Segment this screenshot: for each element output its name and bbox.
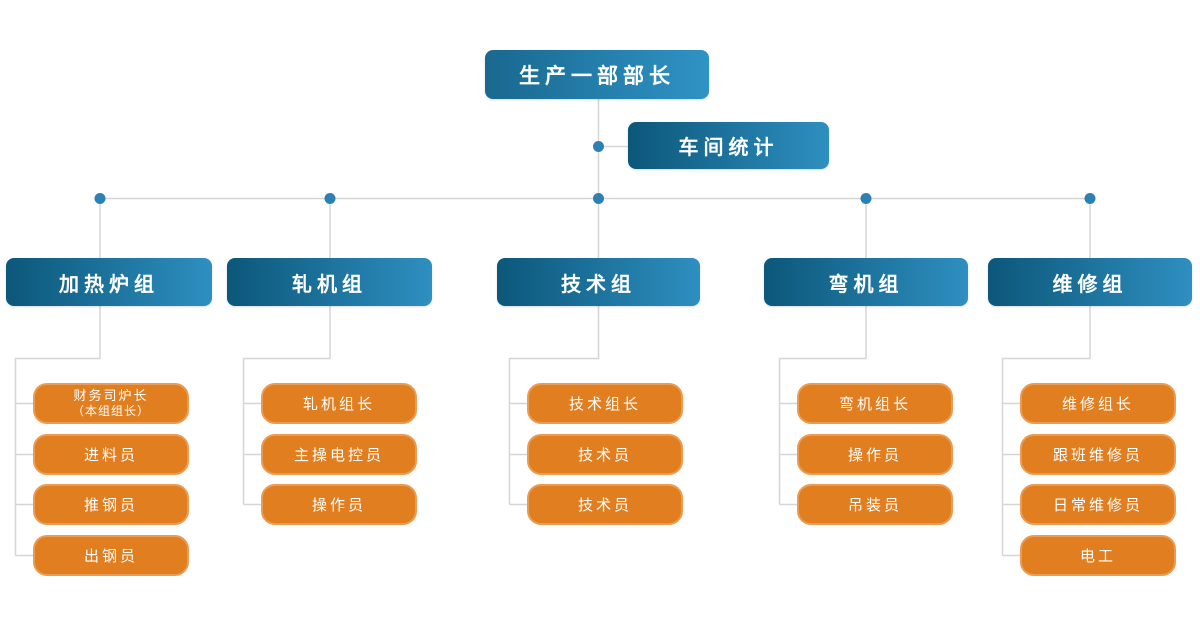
node-group-bending-machine: 弯机组 — [764, 258, 968, 306]
group-4-subtree — [778, 306, 867, 506]
connector-dot — [593, 193, 604, 204]
node-group-maintenance: 维修组 — [988, 258, 1192, 306]
node-root: 生产一部部长 — [485, 50, 709, 99]
member-label: 进料员 — [83, 447, 138, 464]
node-member: 财务司炉长 （本组组长） — [33, 383, 189, 424]
group-drop-lines — [99, 198, 1091, 258]
connector-dot — [324, 193, 336, 204]
node-root-label: 生产一部部长 — [519, 64, 675, 88]
node-member: 操作员 — [261, 484, 417, 525]
node-member: 推钢员 — [33, 484, 189, 525]
node-member: 日常维修员 — [1020, 484, 1176, 525]
node-member: 技术组长 — [527, 383, 683, 424]
member-label: 主操电控员 — [293, 447, 384, 464]
member-label: 跟班维修员 — [1052, 447, 1143, 464]
member-label: 日常维修员 — [1052, 497, 1143, 514]
member-label: 维修组长 — [1061, 396, 1134, 413]
node-member: 出钢员 — [33, 535, 189, 576]
node-group-heating-furnace: 加热炉组 — [6, 258, 212, 306]
node-member: 跟班维修员 — [1020, 434, 1176, 475]
member-label: 推钢员 — [83, 497, 138, 514]
group-label: 技术组 — [561, 273, 636, 296]
connector-dot — [94, 193, 106, 204]
group-label: 加热炉组 — [59, 273, 159, 296]
node-member: 主操电控员 — [261, 434, 417, 475]
node-member: 电工 — [1020, 535, 1176, 576]
node-group-rolling-mill: 轧机组 — [227, 258, 432, 306]
member-label: 财务司炉长 — [73, 387, 149, 403]
node-member: 吊装员 — [797, 484, 953, 525]
group-label: 轧机组 — [292, 273, 367, 296]
group-2-subtree — [242, 306, 331, 506]
group-5-subtree — [1001, 306, 1091, 557]
group-label: 维修组 — [1052, 273, 1128, 296]
group-1-subtree — [14, 306, 101, 557]
connector-dot — [1084, 193, 1096, 204]
node-staff: 车间统计 — [628, 122, 829, 169]
member-label: 吊装员 — [847, 497, 902, 514]
node-member: 技术员 — [527, 484, 683, 525]
member-label: 出钢员 — [83, 548, 138, 565]
member-sublabel: （本组组长） — [71, 404, 150, 419]
member-label: 技术员 — [577, 447, 632, 464]
member-label: 操作员 — [847, 447, 902, 464]
node-member: 弯机组长 — [797, 383, 953, 424]
node-member: 技术员 — [527, 434, 683, 475]
node-staff-label: 车间统计 — [678, 137, 779, 159]
node-member: 进料员 — [33, 434, 189, 475]
member-label: 电工 — [1079, 548, 1116, 565]
node-group-technical: 技术组 — [497, 258, 700, 306]
member-label: 操作员 — [311, 497, 366, 514]
group-3-subtree — [508, 306, 600, 506]
node-member: 轧机组长 — [261, 383, 417, 424]
member-label: 技术员 — [577, 497, 632, 514]
connector-dot — [860, 193, 872, 204]
node-member: 操作员 — [797, 434, 953, 475]
connector-dot — [593, 141, 604, 152]
member-label: 弯机组长 — [838, 396, 911, 413]
member-label: 轧机组长 — [302, 396, 375, 413]
group-label: 弯机组 — [828, 273, 904, 296]
member-label: 技术组长 — [568, 396, 641, 413]
node-member: 维修组长 — [1020, 383, 1176, 424]
